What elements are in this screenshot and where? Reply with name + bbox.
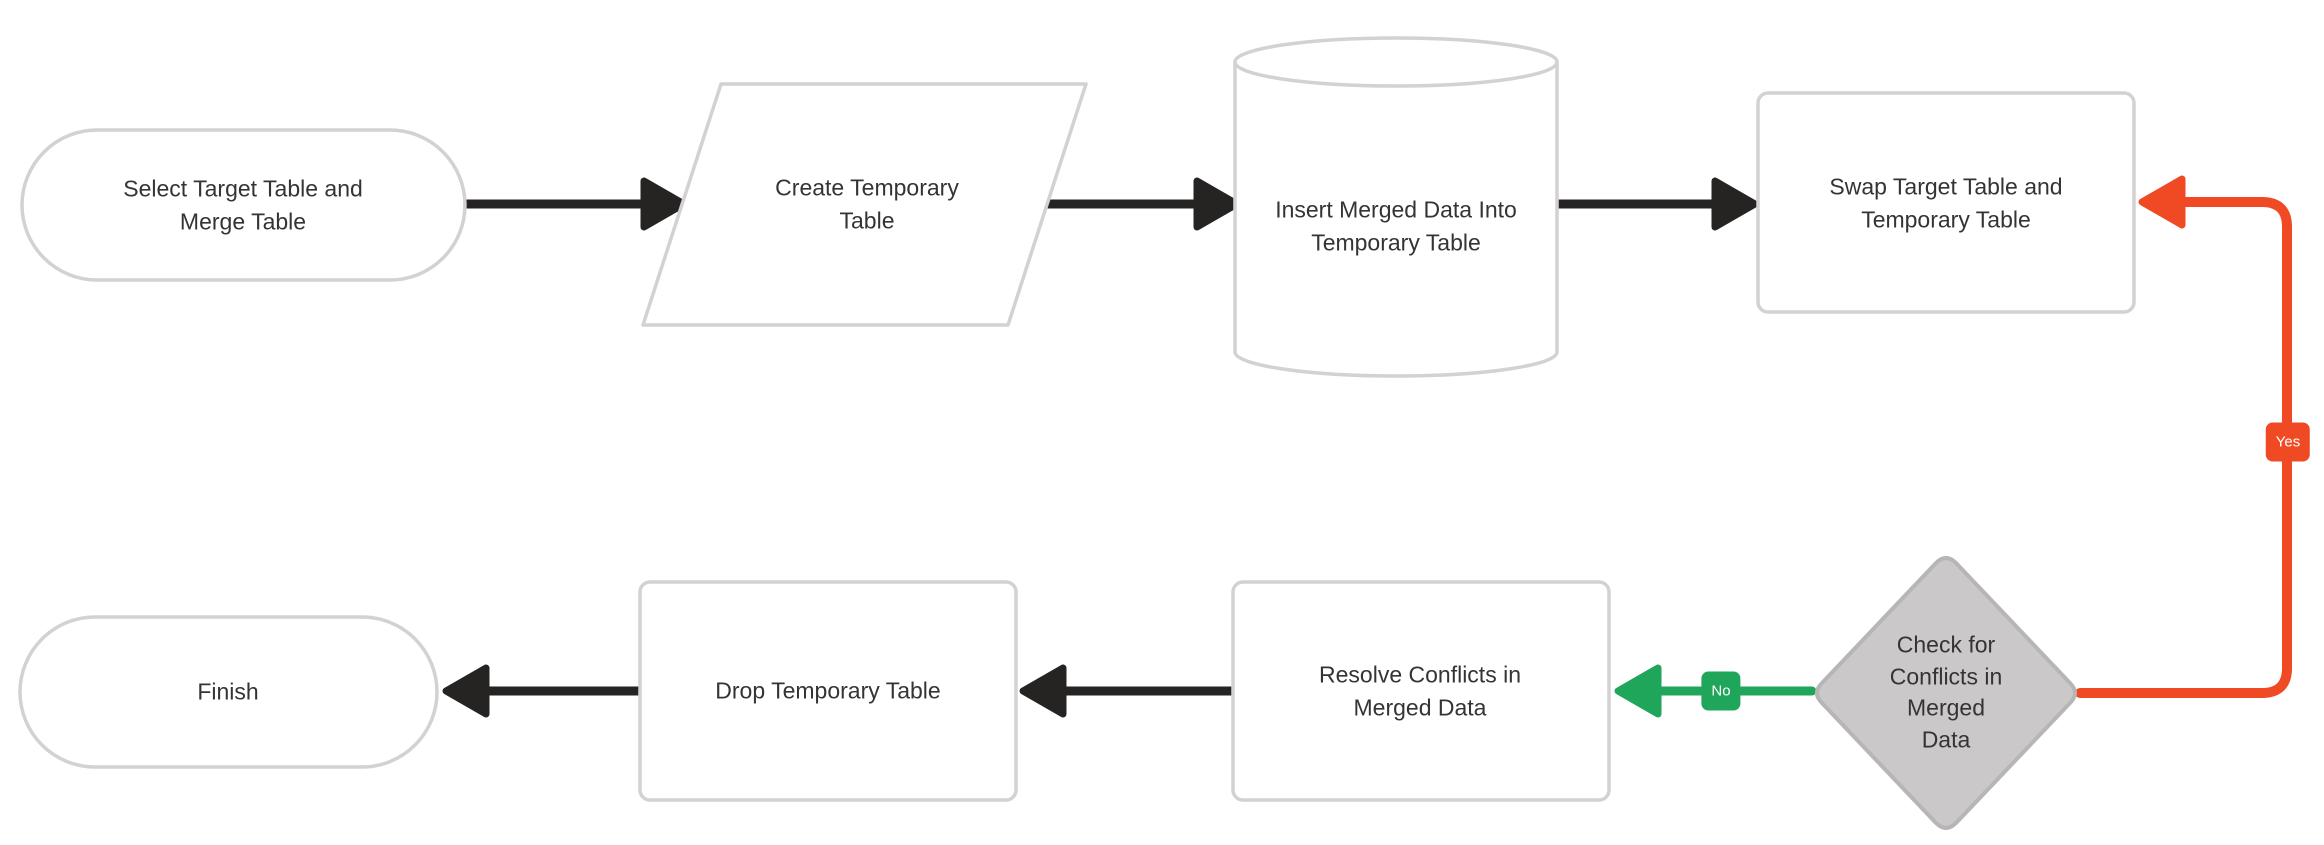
insert-data-cylinder-top bbox=[1233, 36, 1559, 88]
check-conflicts-decision-shape bbox=[1815, 556, 2077, 830]
arrowhead-start-to-create bbox=[640, 177, 688, 231]
start-node-shape bbox=[20, 128, 467, 282]
no-edge-badge: No bbox=[1701, 671, 1741, 711]
insert-data-cylinder-body bbox=[1233, 62, 1559, 378]
arrowhead-check-to-swap bbox=[2138, 175, 2186, 229]
drop-temp-table-node-shape bbox=[638, 580, 1018, 802]
arrowhead-create-to-insert bbox=[1193, 177, 1241, 231]
arrowhead-check-to-resolve bbox=[1614, 664, 1662, 718]
finish-node-shape bbox=[18, 615, 439, 769]
create-temp-table-node-shape bbox=[641, 82, 1088, 327]
swap-tables-node-shape bbox=[1756, 91, 2136, 314]
arrowhead-insert-to-swap bbox=[1711, 177, 1759, 231]
resolve-conflicts-node-shape bbox=[1231, 580, 1611, 802]
yes-edge-badge: Yes bbox=[2265, 422, 2311, 462]
arrowhead-drop-to-finish bbox=[442, 664, 490, 718]
arrowhead-resolve-to-drop bbox=[1019, 664, 1067, 718]
